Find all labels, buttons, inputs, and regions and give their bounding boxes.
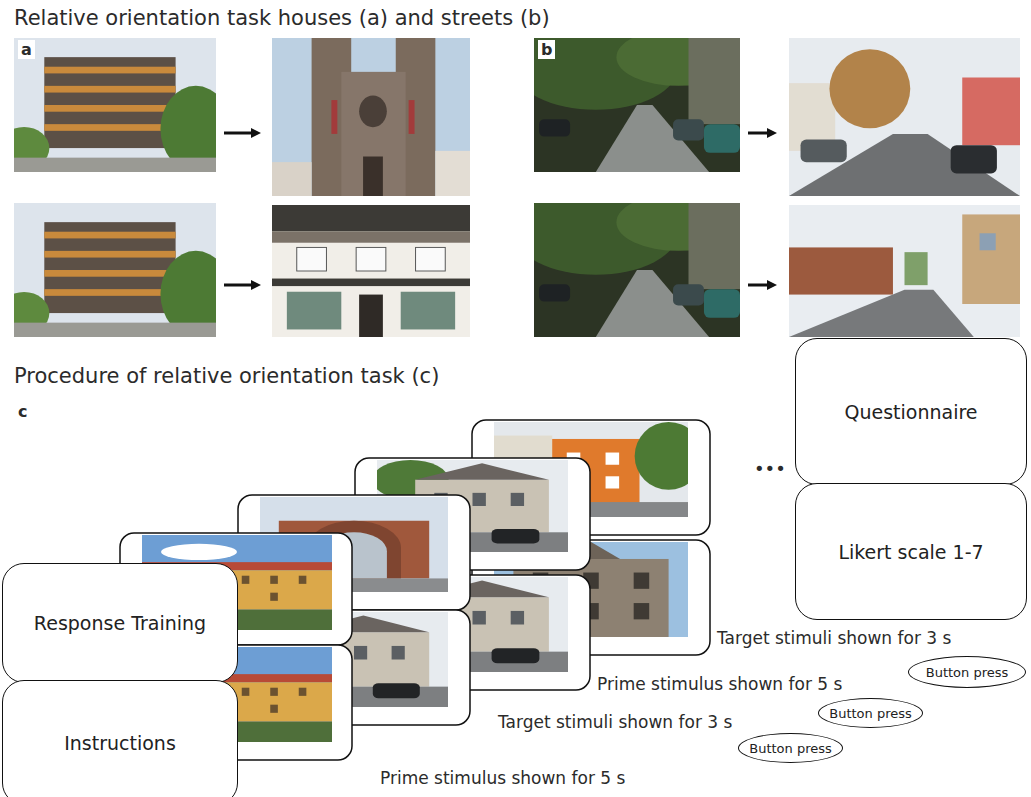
timing-note: Prime stimulus shown for 5 s xyxy=(380,768,625,788)
panel-letter: b xyxy=(538,40,555,59)
photo xyxy=(272,205,470,337)
timing-note: Prime stimulus shown for 5 s xyxy=(597,674,842,694)
figure-title: Relative orientation task houses (a) and… xyxy=(14,6,550,30)
instruction-box: Instructions xyxy=(2,680,238,797)
node-text: Response Training xyxy=(34,612,206,634)
photo xyxy=(513,189,740,337)
photo xyxy=(0,38,231,172)
node-text: Button press xyxy=(926,665,1009,680)
photo xyxy=(0,203,231,337)
photo xyxy=(789,205,1020,337)
rating-box: Likert scale 1-7 xyxy=(795,483,1027,620)
panel-letter: a xyxy=(18,40,35,59)
training-box: Response Training xyxy=(2,563,238,683)
button-oval: Button press xyxy=(818,698,923,728)
node-text: Questionnaire xyxy=(844,401,977,423)
arrow xyxy=(224,284,256,287)
timing-note: Target stimuli shown for 3 s xyxy=(498,712,732,732)
node-text: Button press xyxy=(749,741,832,756)
node-text: Button press xyxy=(829,706,912,721)
arrow xyxy=(748,284,772,287)
button-oval: Button press xyxy=(738,733,843,763)
timing-note: Target stimuli shown for 3 s xyxy=(717,628,951,648)
node-text: Likert scale 1-7 xyxy=(838,541,983,563)
section-heading: Procedure of relative orientation task (… xyxy=(14,364,439,388)
photo xyxy=(789,38,1020,196)
button-oval: Button press xyxy=(908,656,1026,688)
node-text: Instructions xyxy=(64,732,176,754)
photo xyxy=(272,38,470,196)
photo xyxy=(513,24,740,172)
arrow xyxy=(748,132,772,135)
panel-letter: c xyxy=(18,402,27,421)
arrow xyxy=(224,132,256,135)
ellipsis: ••• xyxy=(754,458,786,479)
questionnaire-box: Questionnaire xyxy=(795,338,1027,485)
